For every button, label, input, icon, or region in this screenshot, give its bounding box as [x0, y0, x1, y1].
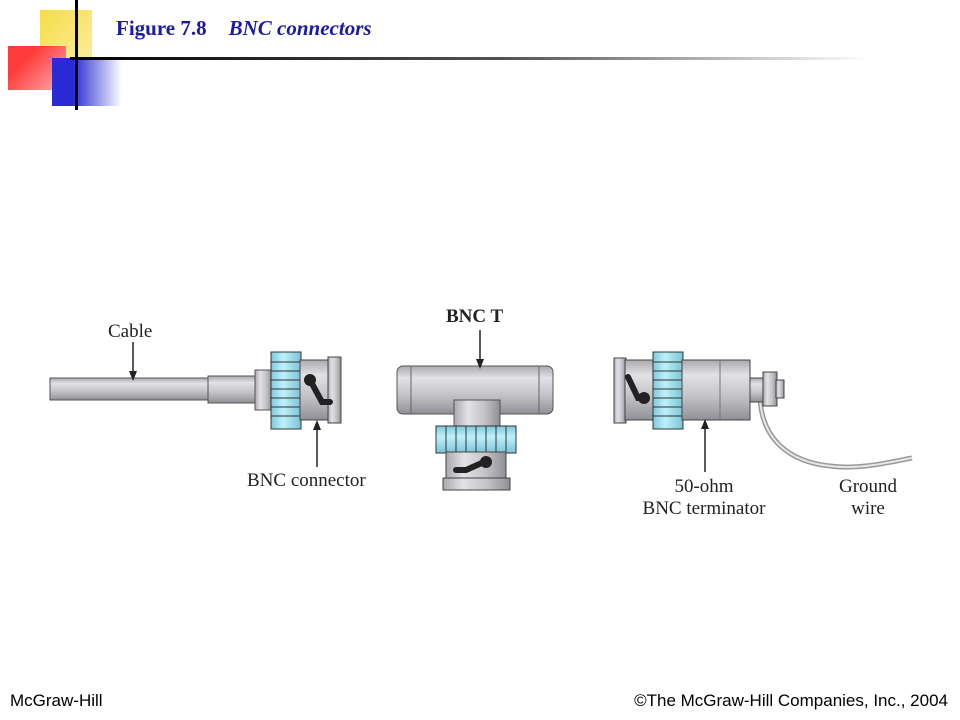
label-ground-line1: Ground: [839, 476, 898, 497]
title-rule: [70, 57, 870, 60]
terminator-tip: [613, 357, 627, 424]
footer-copyright: ©The McGraw-Hill Companies, Inc., 2004: [634, 691, 948, 710]
cable-collar: [207, 375, 259, 404]
terminator-cap: [749, 377, 765, 403]
bnc-t-tip: [442, 477, 511, 491]
label-terminator-line1: 50-ohm: [674, 476, 733, 497]
bnc-t-bayonet-slot: [453, 456, 492, 473]
label-ground-line2: wire: [851, 498, 885, 519]
bnc-t-stem: [453, 399, 501, 429]
ground-lug: [762, 371, 778, 407]
figure-name: BNC connectors: [228, 16, 372, 40]
bnc-t-assembly: [396, 365, 554, 491]
crimp-ring: [254, 369, 273, 411]
bnc-connector-nut: [270, 351, 302, 430]
terminator-assembly: [613, 351, 913, 470]
terminator-nut: [652, 351, 684, 430]
bnc-connector-tip: [327, 356, 342, 424]
deco-blue-square: [52, 58, 122, 106]
ground-wire: [757, 397, 913, 470]
label-bnc-connector: BNC connector: [247, 470, 366, 491]
deco-vertical-line: [75, 0, 78, 110]
terminator-front: [624, 359, 656, 421]
footer-publisher: McGraw-Hill: [10, 691, 103, 710]
label-bnc-t: BNC T: [446, 306, 504, 327]
cable: [49, 377, 213, 401]
bnc-t-nut: [435, 425, 517, 454]
figure-number: Figure 7.8: [116, 16, 207, 40]
terminator-bayonet-slot: [625, 374, 650, 404]
bayonet-slot: [304, 374, 333, 405]
label-terminator-line2: BNC terminator: [643, 498, 767, 519]
figure-title: Figure 7.8 BNC connectors: [116, 16, 372, 41]
label-cable: Cable: [108, 321, 152, 342]
terminator-body: [681, 359, 751, 421]
cable-assembly: [49, 351, 342, 430]
